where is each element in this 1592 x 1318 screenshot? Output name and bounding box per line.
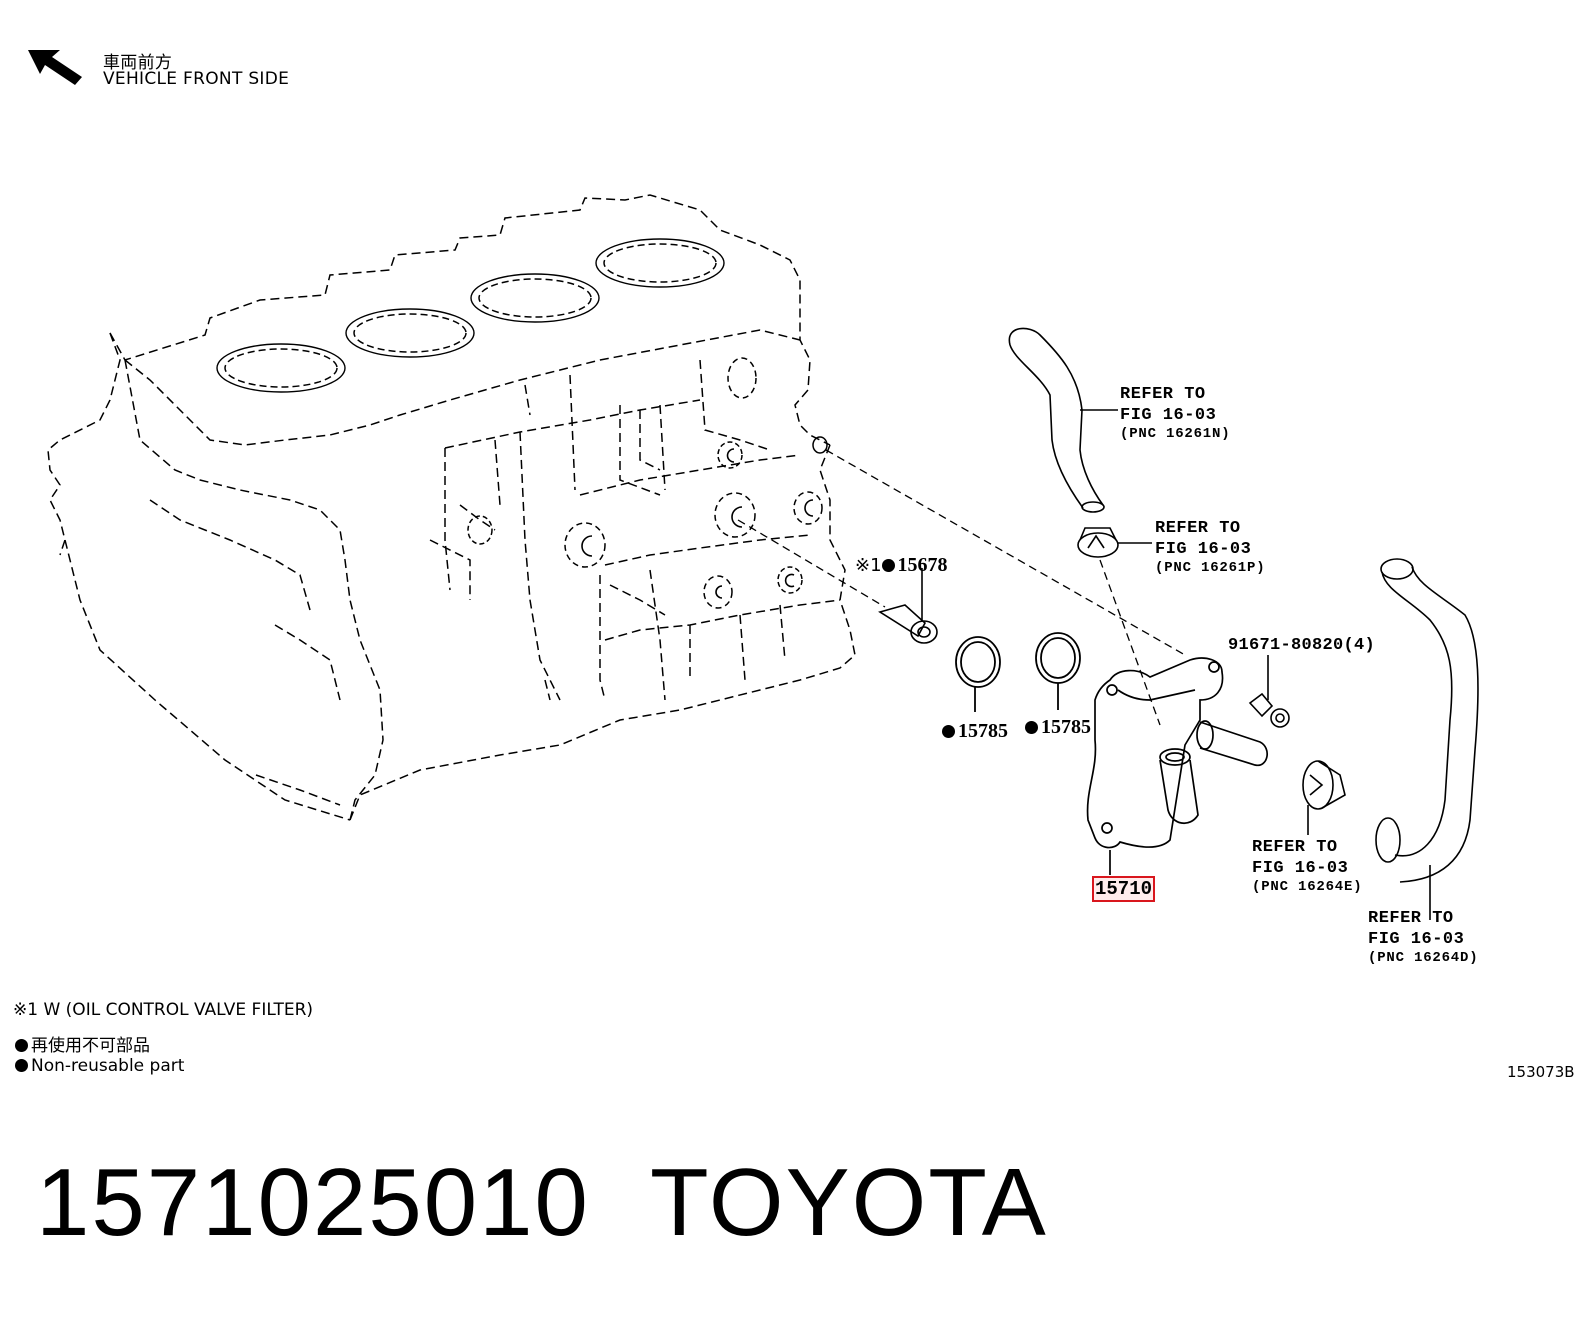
non-reusable-dot-icon xyxy=(942,725,955,738)
non-reusable-text-jp: 再使用不可部品 xyxy=(31,1036,150,1056)
non-reusable-note-en: Non-reusable part xyxy=(15,1056,184,1076)
assembly-guide-lines xyxy=(738,450,1185,725)
product-part-number: 1571025010 xyxy=(36,1149,590,1256)
callout-line2: FIG 16-03 xyxy=(1155,540,1252,559)
boss-marks xyxy=(582,449,813,598)
callout-lower-hose: REFER TO FIG 16-03 (PNC 16264D) xyxy=(1368,908,1478,966)
callout-pnc: (PNC 16264D) xyxy=(1368,950,1479,966)
callout-line2: FIG 16-03 xyxy=(1252,859,1349,878)
callout-pnc: (PNC 16264E) xyxy=(1252,879,1363,895)
part-label-oring-1[interactable]: 15785 xyxy=(942,720,1008,743)
part-label-filter[interactable]: ※1 15678 xyxy=(855,554,948,577)
part-label-oring-2[interactable]: 15785 xyxy=(1025,716,1091,739)
part-label-oil-cooler[interactable]: 15710 xyxy=(1091,876,1156,902)
non-reusable-dot-icon xyxy=(15,1059,28,1072)
vehicle-front-label-en: VEHICLE FRONT SIDE xyxy=(103,69,290,89)
part-number-15785: 15785 xyxy=(1041,716,1091,738)
non-reusable-dot-icon xyxy=(15,1039,28,1052)
callout-lower-clamp: REFER TO FIG 16-03 (PNC 16264E) xyxy=(1252,837,1362,895)
part-number-15785: 15785 xyxy=(958,720,1008,742)
upper-hose-clamp xyxy=(1078,528,1152,557)
callout-line2: FIG 16-03 xyxy=(1368,930,1465,949)
lower-hose xyxy=(1376,559,1478,920)
product-brand: TOYOTA xyxy=(650,1149,1048,1256)
non-reusable-dot-icon xyxy=(1025,721,1038,734)
oil-cooler-assembly xyxy=(1088,658,1268,875)
flange-bolt xyxy=(1250,655,1289,727)
non-reusable-note-jp: 再使用不可部品 xyxy=(15,1031,150,1056)
callout-pnc: (PNC 16261N) xyxy=(1120,426,1231,442)
callout-line1: REFER TO xyxy=(1155,519,1241,538)
oil-control-valve-filter xyxy=(880,568,937,643)
filter-footnote: ※1 W (OIL CONTROL VALVE FILTER) xyxy=(13,1000,314,1020)
part-label-bolt[interactable]: 91671-80820(4) xyxy=(1228,636,1376,655)
front-direction-arrow-icon xyxy=(28,50,82,85)
part-number-15678: 15678 xyxy=(897,554,948,576)
non-reusable-dot-icon xyxy=(881,559,895,572)
part-number-15710-highlighted: 15710 xyxy=(1091,876,1156,902)
lower-hose-clamp xyxy=(1303,761,1345,835)
callout-line2: FIG 16-03 xyxy=(1120,406,1217,425)
figure-id: 153073B xyxy=(1507,1063,1575,1081)
callout-upper-hose: REFER TO FIG 16-03 (PNC 16261N) xyxy=(1120,384,1230,442)
o-rings xyxy=(956,633,1080,712)
vehicle-front-label-jp: 車両前方 xyxy=(103,53,173,73)
callout-line1: REFER TO xyxy=(1252,838,1338,857)
callout-line1: REFER TO xyxy=(1120,385,1206,404)
callout-upper-clamp: REFER TO FIG 16-03 (PNC 16261P) xyxy=(1155,518,1265,576)
filter-note-marker: ※1 xyxy=(855,555,882,576)
callout-line1: REFER TO xyxy=(1368,909,1454,928)
callout-pnc: (PNC 16261P) xyxy=(1155,560,1266,576)
non-reusable-text-en: Non-reusable part xyxy=(31,1056,185,1076)
upper-hose xyxy=(1009,328,1118,512)
cylinder-block-outline xyxy=(48,195,855,820)
